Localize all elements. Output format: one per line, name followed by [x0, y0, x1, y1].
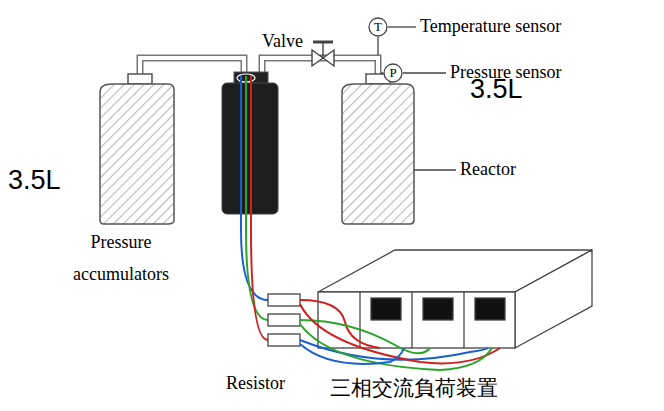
sensor-label: Temperature sensor [420, 16, 561, 37]
wire [300, 300, 500, 370]
pressure-accumulator [100, 74, 174, 224]
volume-label: 3.5L [470, 74, 523, 105]
valve-symbol [312, 42, 334, 66]
circle-outline [369, 18, 387, 36]
sensor-symbol: T [368, 17, 388, 37]
part-label: Pressure accumulators [61, 226, 181, 290]
reactor-vessel [342, 74, 414, 224]
leader-line [414, 169, 456, 170]
part-label: Reactor [460, 159, 516, 180]
volume-label: 3.5L [8, 165, 61, 196]
sensor-symbol: P [383, 63, 403, 83]
wire [241, 76, 268, 340]
sensor-circle: T [368, 17, 388, 37]
load-device [318, 250, 592, 348]
device-label: 三相交流負荷装置 [330, 376, 498, 400]
part-label: Resistor [226, 373, 285, 394]
valve-label: Valve [262, 31, 303, 52]
circle-outline [384, 64, 402, 82]
sensor-circle: P [383, 63, 403, 83]
resistor-symbol [268, 294, 300, 346]
